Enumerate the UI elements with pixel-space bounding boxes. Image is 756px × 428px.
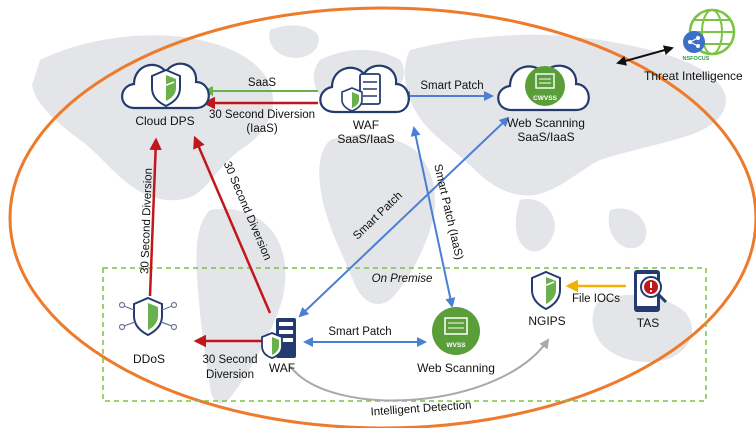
ddos-label: DDoS	[132, 352, 165, 366]
nsfocus-logo-text: NSFOCUS	[683, 56, 710, 62]
cloud-boundary-ellipse	[8, 6, 756, 428]
smart-patch-bottom-label: Smart Patch	[328, 326, 392, 338]
file-iocs-label: File IOCs	[572, 293, 620, 305]
on-premise-label: On Premise	[371, 273, 433, 285]
diversion-bottom-label-line1: 30 Second	[202, 354, 258, 366]
web-scanning-onprem-label: Web Scanning	[417, 361, 495, 375]
saas-edge-label: SaaS	[247, 77, 277, 89]
monitor-icon	[444, 317, 468, 335]
cloud-dps-label: Cloud DPS	[135, 114, 195, 128]
waf-onprem-label: WAF	[268, 361, 296, 375]
diversion-mid-arrow	[193, 135, 272, 314]
tas-node[interactable]	[634, 270, 668, 312]
ddos-node[interactable]	[118, 296, 178, 337]
diversion-left-arrow	[148, 137, 162, 297]
scanner-badge	[525, 66, 565, 106]
web-scanning-cloud-label-line2: SaaS/IaaS	[517, 130, 575, 144]
wvss-badge-text: WVSS	[446, 342, 466, 349]
threat-intelligence-label: Threat Intelligence	[644, 69, 743, 83]
waf-cloud-label-line2: SaaS/IaaS	[337, 132, 395, 146]
threat-intelligence-node[interactable]: NSFOCUS	[683, 8, 736, 62]
diversion-bottom-label-line2: Diversion	[206, 369, 254, 381]
tas-label: TAS	[636, 316, 660, 330]
threat-intel-arrow	[616, 45, 674, 66]
ngips-label: NGIPS	[528, 314, 566, 328]
diversion-top-label-line2: (IaaS)	[246, 123, 278, 135]
monitor-icon	[535, 73, 555, 89]
web-scanning-cloud-label-line1: Web Scanning	[507, 116, 585, 130]
diversion-top-label-line1: 30 Second Diversion	[208, 109, 316, 121]
scanner-badge	[432, 307, 480, 355]
network-node-icon	[118, 301, 126, 309]
web-scanning-cloud-node[interactable]: CWVSS	[497, 64, 590, 112]
cloud-dps-node[interactable]	[121, 62, 210, 110]
share-icon	[683, 31, 705, 53]
cwvss-badge-text: CWVSS	[533, 95, 558, 102]
ngips-node[interactable]	[531, 270, 561, 311]
web-scanning-onprem-node[interactable]: WVSS	[432, 307, 480, 355]
intelligent-detection-arrow	[289, 338, 550, 402]
smart-patch-diagonal-arrow	[298, 116, 510, 318]
waf-cloud-label-line1: WAF	[352, 118, 380, 132]
waf-cloud-node[interactable]	[319, 64, 410, 114]
smart-patch-top-label: Smart Patch	[420, 80, 484, 92]
waf-onprem-node[interactable]	[261, 318, 296, 359]
